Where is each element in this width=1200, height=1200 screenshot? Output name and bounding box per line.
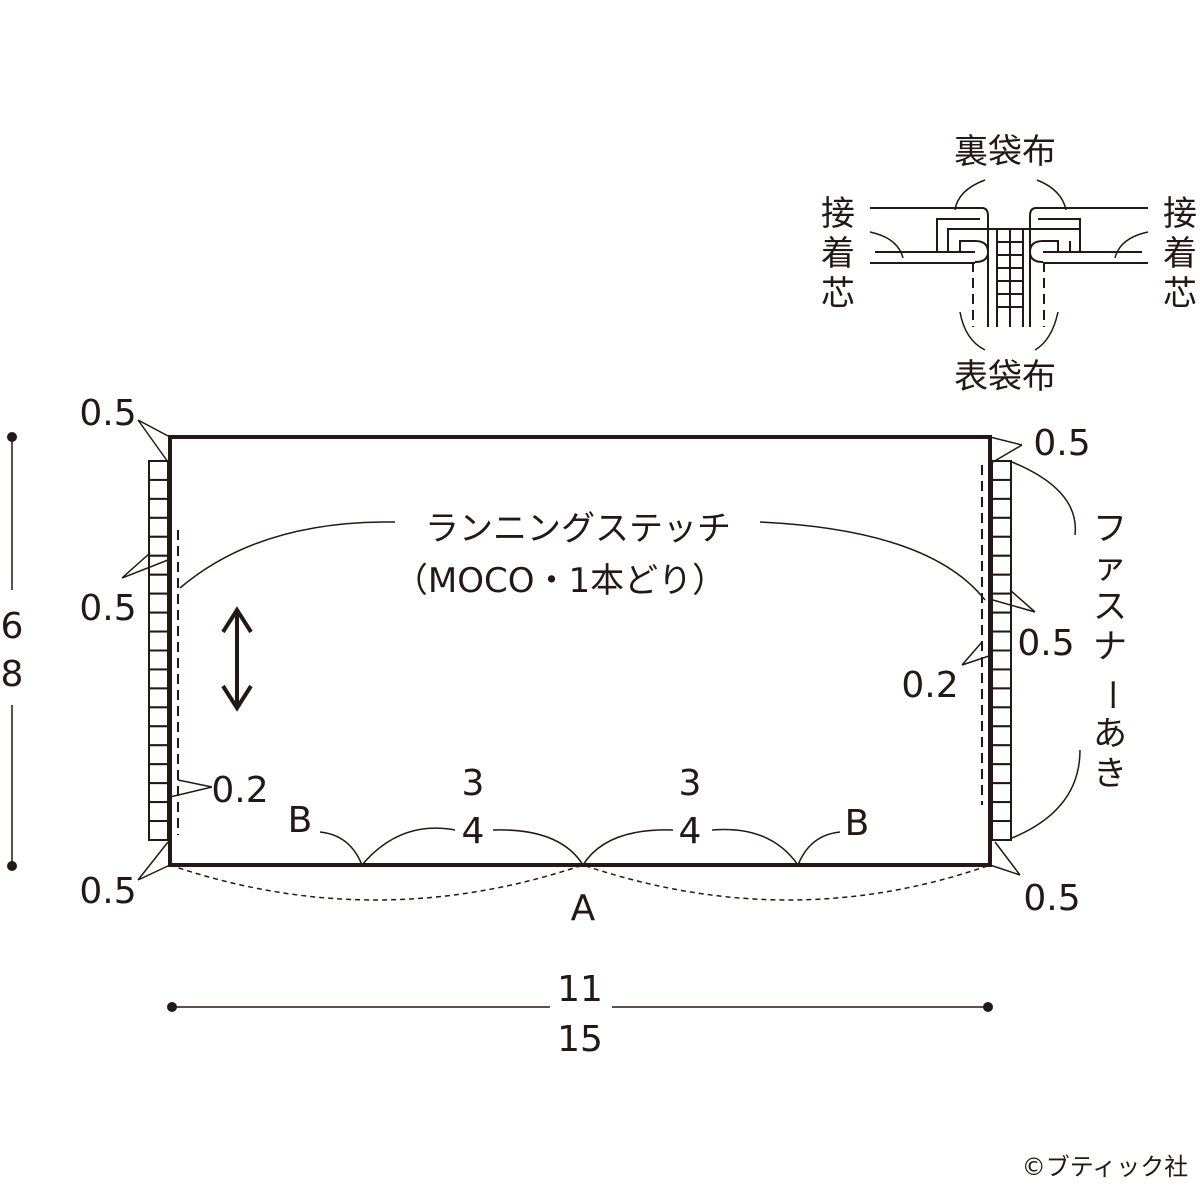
width-dimension: 11 15 — [167, 969, 993, 1060]
zipper-tooth — [148, 497, 169, 519]
zipper-tooth — [991, 744, 1012, 766]
zipper-tooth — [991, 649, 1012, 671]
zipper-tooth — [148, 592, 169, 614]
zipper-tooth — [991, 460, 1012, 481]
outer-fabric-label: 表袋布 — [954, 357, 1056, 397]
char: ス — [1093, 587, 1127, 627]
running-stitch-label: ランニングステッチ — [425, 509, 731, 549]
zipper-tooth — [148, 573, 169, 595]
stitch-left-label: 0.2 — [211, 770, 268, 811]
zipper-tooth — [148, 725, 169, 747]
interfacing-label-right: 接 着 芯 — [1163, 194, 1197, 314]
zipper-tooth — [991, 820, 1012, 841]
char: 接 — [1163, 194, 1197, 234]
zipper-tooth — [148, 460, 169, 481]
grain-arrow-icon — [221, 606, 253, 712]
char: き — [1093, 754, 1127, 794]
zipper-tooth — [991, 668, 1012, 690]
zipper-tooth — [991, 497, 1012, 519]
copyright: ©ブティック社 — [1022, 1153, 1189, 1181]
width-bottom: 15 — [557, 1019, 603, 1060]
seam-bottom-left: 0.5 — [79, 871, 136, 912]
char: ナ — [1093, 627, 1127, 667]
zipper-tooth — [991, 611, 1012, 633]
zipper-tooth — [148, 687, 169, 709]
zipper-tooth — [148, 611, 169, 633]
zipper-tooth — [148, 820, 169, 841]
zipper-tooth — [991, 478, 1012, 500]
zipper-tooth — [148, 516, 169, 538]
zipper-tooth — [148, 782, 169, 804]
zipper-tooth — [148, 554, 169, 576]
width-top: 11 — [557, 969, 603, 1010]
pattern-piece: ランニングステッチ （MOCO・1本どり） 0.5 0.5 0.5 0.2 0.… — [79, 393, 1130, 929]
zipper-tooth — [991, 516, 1012, 538]
zipper-cross-section: 裏袋布 表袋布 接 着 芯 接 着 芯 — [821, 132, 1197, 397]
zipper-tooth — [148, 478, 169, 500]
dim-left-bottom: 4 — [462, 811, 485, 852]
char: 芯 — [1163, 274, 1197, 314]
height-top: 6 — [1, 606, 24, 647]
zipper-tooth — [991, 630, 1012, 652]
char: フ — [1093, 509, 1127, 549]
zipper-tooth — [148, 744, 169, 766]
dim-right-top: 3 — [679, 763, 702, 804]
dim-left-top: 3 — [462, 763, 485, 804]
char: 着 — [821, 234, 855, 274]
zipper-tooth — [148, 649, 169, 671]
seam-top-left: 0.5 — [79, 393, 136, 434]
zipper-tooth — [148, 763, 169, 785]
char: ー — [1090, 678, 1130, 712]
dim-right-bottom: 4 — [679, 811, 702, 852]
seam-curve — [169, 864, 991, 901]
seam-mid-right: 0.5 — [1017, 623, 1074, 664]
zipper-left — [148, 460, 169, 841]
zipper-tooth — [991, 554, 1012, 576]
height-bottom: 8 — [1, 654, 24, 695]
char: 接 — [821, 194, 855, 234]
zipper-opening-label: フ ァ ス ナ ー あ き — [1090, 509, 1130, 794]
point-b-left: B — [288, 800, 313, 841]
zipper-tooth — [991, 687, 1012, 709]
pattern-outline — [168, 435, 992, 867]
stitch-right-label: 0.2 — [901, 665, 958, 706]
zipper-tooth — [991, 573, 1012, 595]
char: 芯 — [821, 274, 855, 314]
stitch-note: （MOCO・1本どり） — [394, 561, 726, 601]
zipper-tooth — [148, 630, 169, 652]
point-a: A — [571, 888, 596, 929]
zipper-tooth — [991, 535, 1012, 557]
zipper-tooth — [991, 801, 1012, 823]
seam-bottom-right: 0.5 — [1023, 878, 1080, 919]
zipper-tooth — [148, 535, 169, 557]
char: あ — [1093, 714, 1127, 754]
seam-top-right: 0.5 — [1033, 423, 1090, 464]
zipper-tooth — [148, 801, 169, 823]
zipper-tooth — [148, 706, 169, 728]
char: ァ — [1093, 547, 1127, 587]
zipper-right — [991, 460, 1012, 841]
seam-mid-left: 0.5 — [79, 588, 136, 629]
zipper-tooth — [148, 668, 169, 690]
lining-label: 裏袋布 — [954, 132, 1056, 172]
zipper-tooth — [991, 706, 1012, 728]
point-b-right: B — [845, 803, 870, 844]
char: 着 — [1163, 234, 1197, 274]
zipper-tooth — [991, 763, 1012, 785]
zipper-tooth — [991, 725, 1012, 747]
height-dimension: 6 8 — [1, 432, 24, 871]
zipper-tooth — [991, 782, 1012, 804]
interfacing-label-left: 接 着 芯 — [821, 194, 855, 314]
